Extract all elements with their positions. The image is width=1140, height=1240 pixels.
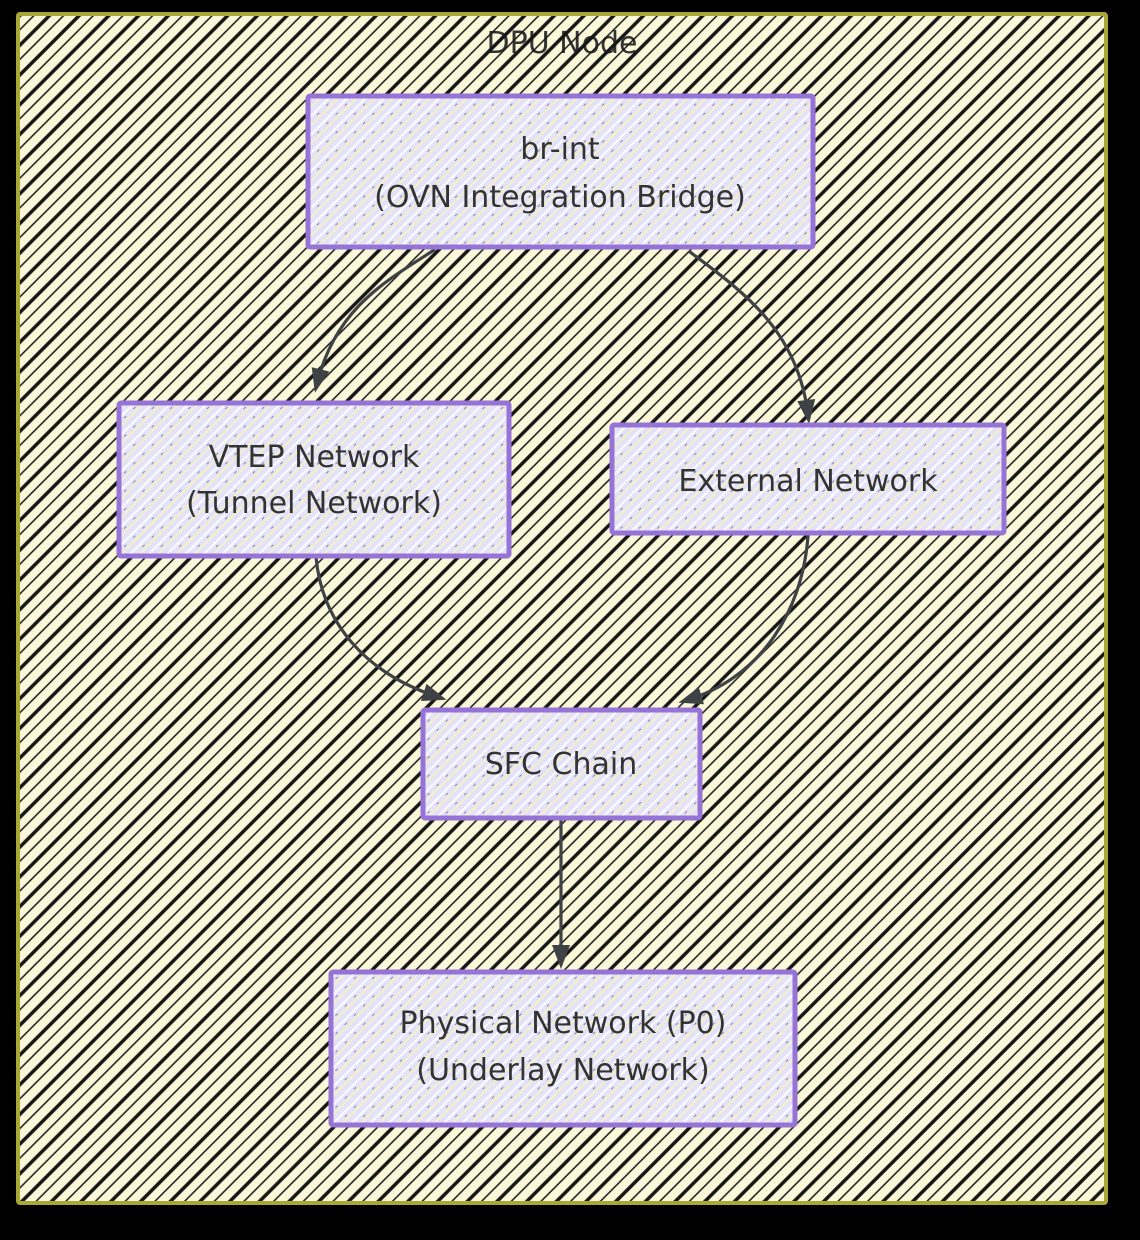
edge-br-int-to-external-network: [688, 250, 816, 424]
node-br-int-label-line1: br-int: [520, 132, 600, 167]
node-vtep-texture: [119, 403, 509, 556]
node-sfc-label: SFC Chain: [485, 747, 637, 782]
node-br-int-label-line2: (OVN Integration Bridge): [374, 180, 746, 215]
edge-br-int-to-vtep-network: [311, 248, 436, 393]
node-external-network: External Network: [609, 422, 1007, 536]
node-physical-label-line2: (Underlay Network): [416, 1053, 709, 1088]
edge-vtep-network-to-sfc-chain: [314, 555, 447, 701]
edges: [311, 248, 816, 969]
node-vtep-label-line1: VTEP Network: [209, 440, 420, 475]
node-external-texture: [612, 425, 1004, 533]
node-external-label: External Network: [678, 464, 938, 499]
node-vtep-border: [116, 400, 512, 559]
node-physical-border: [328, 969, 798, 1128]
edge-external-network-to-sfc-chain: [678, 534, 810, 705]
node-physical-label-line1: Physical Network (P0): [400, 1006, 727, 1041]
node-vtep-network: VTEP Network (Tunnel Network): [116, 400, 512, 559]
node-br-int-texture: [308, 96, 813, 247]
node-sfc-chain: SFC Chain: [420, 707, 703, 821]
node-sfc-texture: [423, 710, 700, 818]
node-br-int-border: [305, 93, 816, 250]
node-vtep-label-line2: (Tunnel Network): [186, 486, 442, 521]
node-br-int: br-int (OVN Integration Bridge): [305, 93, 816, 250]
node-physical-texture: [331, 972, 795, 1125]
node-sfc-border: [420, 707, 703, 821]
node-physical-network: Physical Network (P0) (Underlay Network): [328, 969, 798, 1128]
node-external-border: [609, 422, 1007, 536]
